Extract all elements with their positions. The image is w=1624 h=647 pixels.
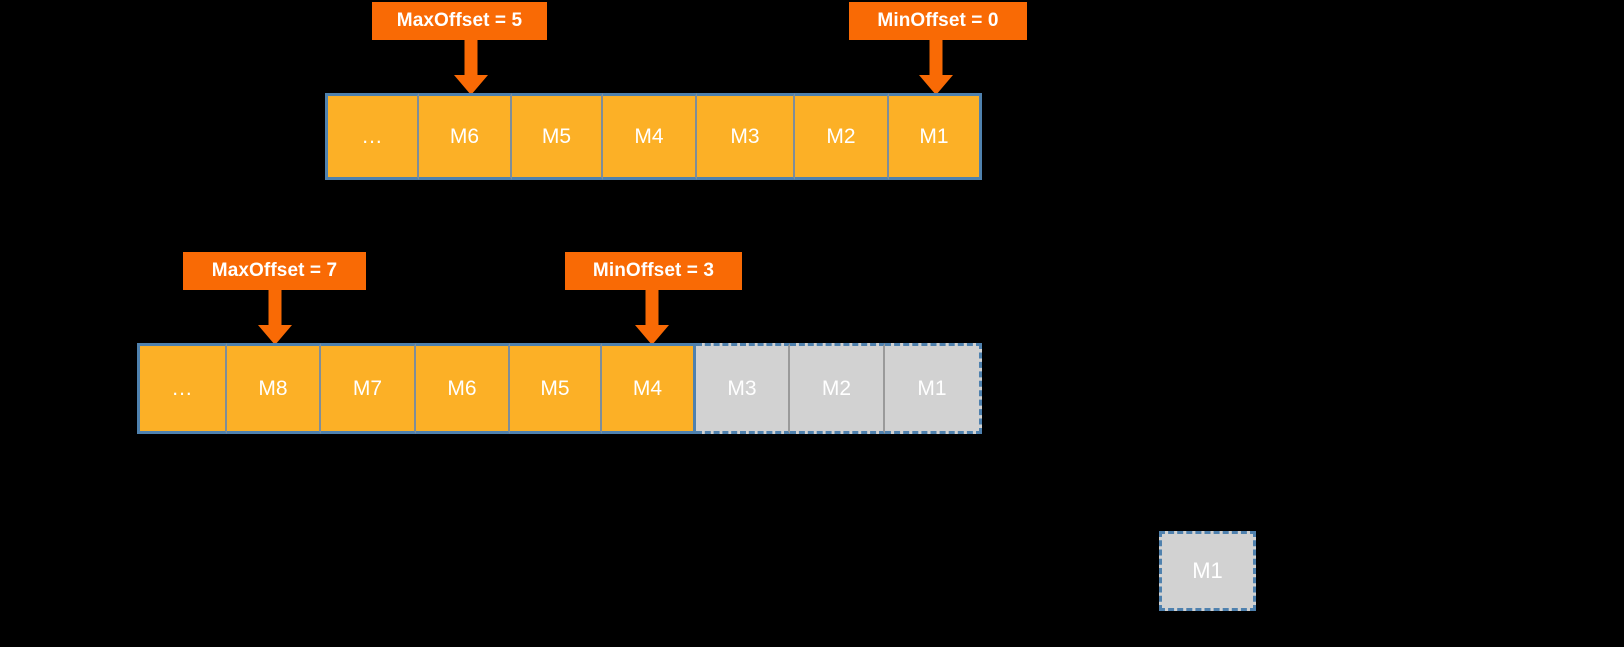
ellipsis-label: ... — [172, 377, 193, 400]
row-1-cell-m2[interactable]: M2 — [795, 93, 889, 180]
cell-label: M8 — [258, 376, 288, 400]
row-1-max-offset-arrow — [451, 40, 491, 95]
cell-label: M1 — [919, 124, 949, 148]
row-2-cell-m3[interactable]: M3 — [696, 343, 790, 434]
arrow-stem — [929, 40, 943, 75]
row-1-cell-ellipsis[interactable]: ... — [325, 93, 419, 180]
row-2-cell-m6[interactable]: M6 — [416, 343, 510, 434]
cell-label: M4 — [632, 376, 663, 400]
row-1-cell-m5[interactable]: M5 — [512, 93, 603, 180]
cell-label: M6 — [449, 124, 480, 148]
row-1-cell-m4[interactable]: M4 — [603, 93, 697, 180]
cell-label: M5 — [540, 376, 570, 400]
arrow-head — [635, 325, 669, 345]
arrow-head — [258, 325, 292, 345]
row-2-cell-ellipsis[interactable]: ... — [137, 343, 227, 434]
cell-label: M7 — [352, 376, 383, 400]
row-2-cell-m4[interactable]: M4 — [602, 343, 696, 434]
cell-label: M2 — [826, 124, 856, 148]
row-2-max-offset-arrow — [255, 290, 295, 345]
row-2-log-strip: ... M8 M7 M6 M5 M4 M3 M2 M1 — [137, 343, 982, 434]
row-1-cell-m3[interactable]: M3 — [697, 93, 795, 180]
arrow-stem — [645, 290, 659, 325]
row-2-max-offset-label: MaxOffset = 7 — [183, 252, 366, 290]
row-2-cell-m7[interactable]: M7 — [321, 343, 416, 434]
row-1-cell-m6[interactable]: M6 — [419, 93, 512, 180]
ellipsis-label: ... — [362, 125, 383, 148]
cell-label: M1 — [917, 376, 947, 400]
cell-label: M4 — [634, 124, 664, 148]
row-1-min-offset-arrow — [916, 40, 956, 95]
row-1-max-offset-label: MaxOffset = 5 — [372, 2, 547, 40]
row-2-cell-m2[interactable]: M2 — [790, 343, 885, 434]
detached-message-box[interactable]: M1 — [1159, 531, 1256, 611]
row-2-min-offset-arrow — [632, 290, 672, 345]
row-2-cell-m5[interactable]: M5 — [510, 343, 602, 434]
arrow-stem — [268, 290, 282, 325]
cell-label: M5 — [541, 124, 572, 148]
row-2-cell-m8[interactable]: M8 — [227, 343, 321, 434]
cell-label: M2 — [821, 376, 852, 400]
row-1-log-strip: ... M6 M5 M4 M3 M2 M1 — [325, 93, 982, 180]
row-2-cell-m1[interactable]: M1 — [885, 343, 982, 434]
row-2-min-offset-label: MinOffset = 3 — [565, 252, 742, 290]
detached-message-label: M1 — [1192, 558, 1223, 583]
arrow-head — [919, 75, 953, 95]
arrow-stem — [464, 40, 478, 75]
cell-label: M3 — [730, 124, 760, 148]
row-1-min-offset-label: MinOffset = 0 — [849, 2, 1027, 40]
arrow-head — [454, 75, 488, 95]
cell-label: M3 — [727, 376, 757, 400]
cell-label: M6 — [447, 376, 477, 400]
row-1-cell-m1[interactable]: M1 — [889, 93, 982, 180]
